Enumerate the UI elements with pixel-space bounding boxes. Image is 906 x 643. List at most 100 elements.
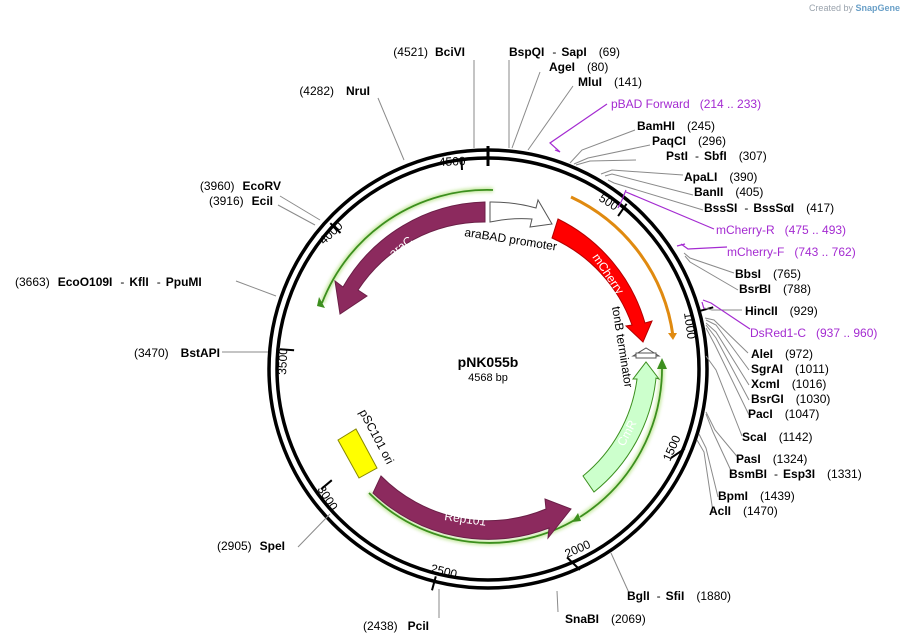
enzyme-bamhi-pos: (245) [687, 119, 715, 133]
enzyme-pcii-pos: (2438) [363, 619, 398, 633]
arabad-promoter-label: araBAD promoter [464, 225, 558, 253]
badge-prefix: Created by [808, 3, 853, 13]
enzyme-bpmi: BpmI(1439) [718, 489, 795, 503]
enzyme-bstapi-pos: (3470) [134, 346, 169, 360]
enzyme-bstapi: (3470) BstAPI [134, 346, 220, 360]
enzyme-sapi-name: SapI [561, 45, 586, 59]
cmr-arrow [582, 361, 661, 493]
enzyme-scai-name: ScaI [742, 430, 767, 444]
enzyme-bsrgi: BsrGI (1030) [751, 392, 830, 406]
enzyme-mlui: MluI (141) [578, 75, 642, 89]
enzyme-scai: ScaI(1142) [742, 430, 812, 444]
enzyme-paci-name: PacI [748, 407, 773, 421]
enzyme-mlui-name: MluI [578, 75, 602, 89]
enzyme-ecoo109i: (3663)EcoO109I-KflI-PpuMI [15, 275, 202, 289]
enzyme-bcivi-pos: (4521) [393, 45, 428, 59]
rep101-label: Rep101 [444, 509, 488, 529]
enzyme-xcmi-pos: (1016) [792, 377, 827, 391]
enzyme-ecorv: (3960)EcoRV [200, 179, 281, 193]
enzyme-ecii-name: EciI [252, 194, 273, 208]
arc-arrowheads [317, 297, 677, 522]
tonb-terminator-bar [635, 352, 657, 359]
enzyme-sgrai-name: SgrAI [751, 362, 783, 376]
enzyme-snabi-name: SnaBI [565, 612, 599, 626]
primer-mcherry-f-pos: (743 .. 762) [794, 245, 855, 259]
enzyme-ppumi-name: PpuMI [166, 275, 202, 289]
enzyme-bsssi-pos: (417) [806, 201, 834, 215]
enzyme-ecii: (3916)EciI [209, 194, 273, 208]
primer-dsred1-c-name: DsRed1-C [750, 326, 806, 340]
enzyme-bsssi: BssSI-BssSαI(417) [704, 201, 834, 215]
enzyme-bsmbi-sep: - [774, 467, 778, 481]
primer-labels: pBAD Forward(214 .. 233) mCherry-R(475 .… [611, 97, 877, 340]
primer-marks [549, 103, 751, 330]
enzyme-psti-sep: - [695, 149, 699, 163]
tick-label-2000: 2000 [563, 537, 593, 561]
enzyme-banii-pos: (405) [735, 185, 763, 199]
enzyme-bgli-name: BglI [627, 589, 650, 603]
enzyme-hincii-name: HincII [745, 304, 778, 318]
mcherry-arrow [551, 218, 653, 343]
enzyme-agei-name: AgeI [549, 60, 575, 74]
primer-dsred1-c-pos: (937 .. 960) [816, 326, 877, 340]
enzyme-bcivi-name: BciVI [435, 45, 465, 59]
enzyme-acli-pos: (1470) [743, 504, 778, 518]
enzyme-sfii-name: SfiI [666, 589, 685, 603]
enzyme-mlui-pos: (141) [614, 75, 642, 89]
enzyme-alei-pos: (972) [785, 347, 813, 361]
snapgene-logo: SnapGene [855, 3, 900, 13]
enzyme-hincii: HincII (929) [745, 304, 818, 318]
enzyme-pasi-name: PasI [736, 452, 761, 466]
tick-label-2500: 2500 [429, 561, 459, 581]
enzyme-paqci-name: PaqCI [652, 134, 686, 148]
enzyme-bspqi-sapi: BspQI-SapI(69) [509, 45, 620, 59]
enzyme-bspqi-name: BspQI [509, 45, 544, 59]
tick-label-4000: 4000 [316, 219, 345, 248]
enzyme-xcmi: XcmI(1016) [751, 377, 826, 391]
plasmid-name: pNK055b [458, 354, 519, 370]
primer-mcherry-f-name: mCherry-F [727, 245, 784, 259]
enzyme-paci-pos: (1047) [785, 407, 820, 421]
enzyme-bsssi-name: BssSI [704, 201, 737, 215]
enzyme-bspqi-sep: - [552, 45, 556, 59]
enzyme-spei-name: SpeI [260, 539, 285, 553]
enzyme-pasi-pos: (1324) [773, 452, 808, 466]
enzyme-alei-name: AleI [751, 347, 773, 361]
primer-mcherry-r-pos: (475 .. 493) [785, 223, 846, 237]
enzyme-kfli-name: KflI [129, 275, 148, 289]
primer-pbad-forward-pos: (214 .. 233) [700, 97, 761, 111]
enzyme-agei: AgeI(80) [549, 60, 608, 74]
enzyme-bsrgi-pos: (1030) [796, 392, 831, 406]
enzyme-bstapi-name: BstAPI [181, 346, 220, 360]
enzyme-hincii-pos: (929) [790, 304, 818, 318]
tick-marks [279, 159, 714, 591]
enzyme-snabi-pos: (2069) [611, 612, 646, 626]
enzyme-spei-pos: (2905) [217, 539, 252, 553]
primer-dsred1-c: DsRed1-C (937 .. 960) [750, 326, 877, 340]
enzyme-apali-name: ApaLI [684, 170, 717, 184]
enzyme-alei: AleI (972) [751, 347, 813, 361]
enzyme-snabi: SnaBI (2069) [565, 612, 646, 626]
enzyme-pcii-name: PciI [408, 619, 429, 633]
enzyme-psti-name: PstI [666, 149, 688, 163]
enzyme-bsrgi-name: BsrGI [751, 392, 784, 406]
enzyme-sbfi-name: SbfI [704, 149, 727, 163]
enzyme-ecoo109i-sep: - [120, 275, 124, 289]
enzyme-bamhi-name: BamHI [637, 119, 675, 133]
enzyme-nrui: (4282)NruI [299, 84, 370, 98]
enzyme-bbsi: BbsI(765) [735, 267, 801, 281]
enzyme-sgrai-pos: (1011) [795, 362, 829, 376]
rep101-arrow [372, 475, 572, 540]
enzyme-spei: (2905) SpeI [217, 539, 285, 553]
enzyme-bbsi-name: BbsI [735, 267, 761, 281]
enzyme-bsrbi: BsrBI(788) [739, 282, 811, 296]
primer-pbad-forward: pBAD Forward(214 .. 233) [611, 97, 761, 111]
snapgene-badge: Created by SnapGene [809, 3, 900, 13]
enzyme-bsmbi-pos: (1331) [827, 467, 862, 481]
tick-label-3500: 3500 [275, 347, 290, 375]
enzyme-psti-pos: (307) [739, 149, 767, 163]
tick-label-4500: 4500 [439, 154, 466, 169]
enzyme-esp3i-name: Esp3I [783, 467, 815, 481]
enzyme-bgli-sfii: BglI-SfiI(1880) [627, 589, 731, 603]
enzyme-bpmi-pos: (1439) [760, 489, 795, 503]
